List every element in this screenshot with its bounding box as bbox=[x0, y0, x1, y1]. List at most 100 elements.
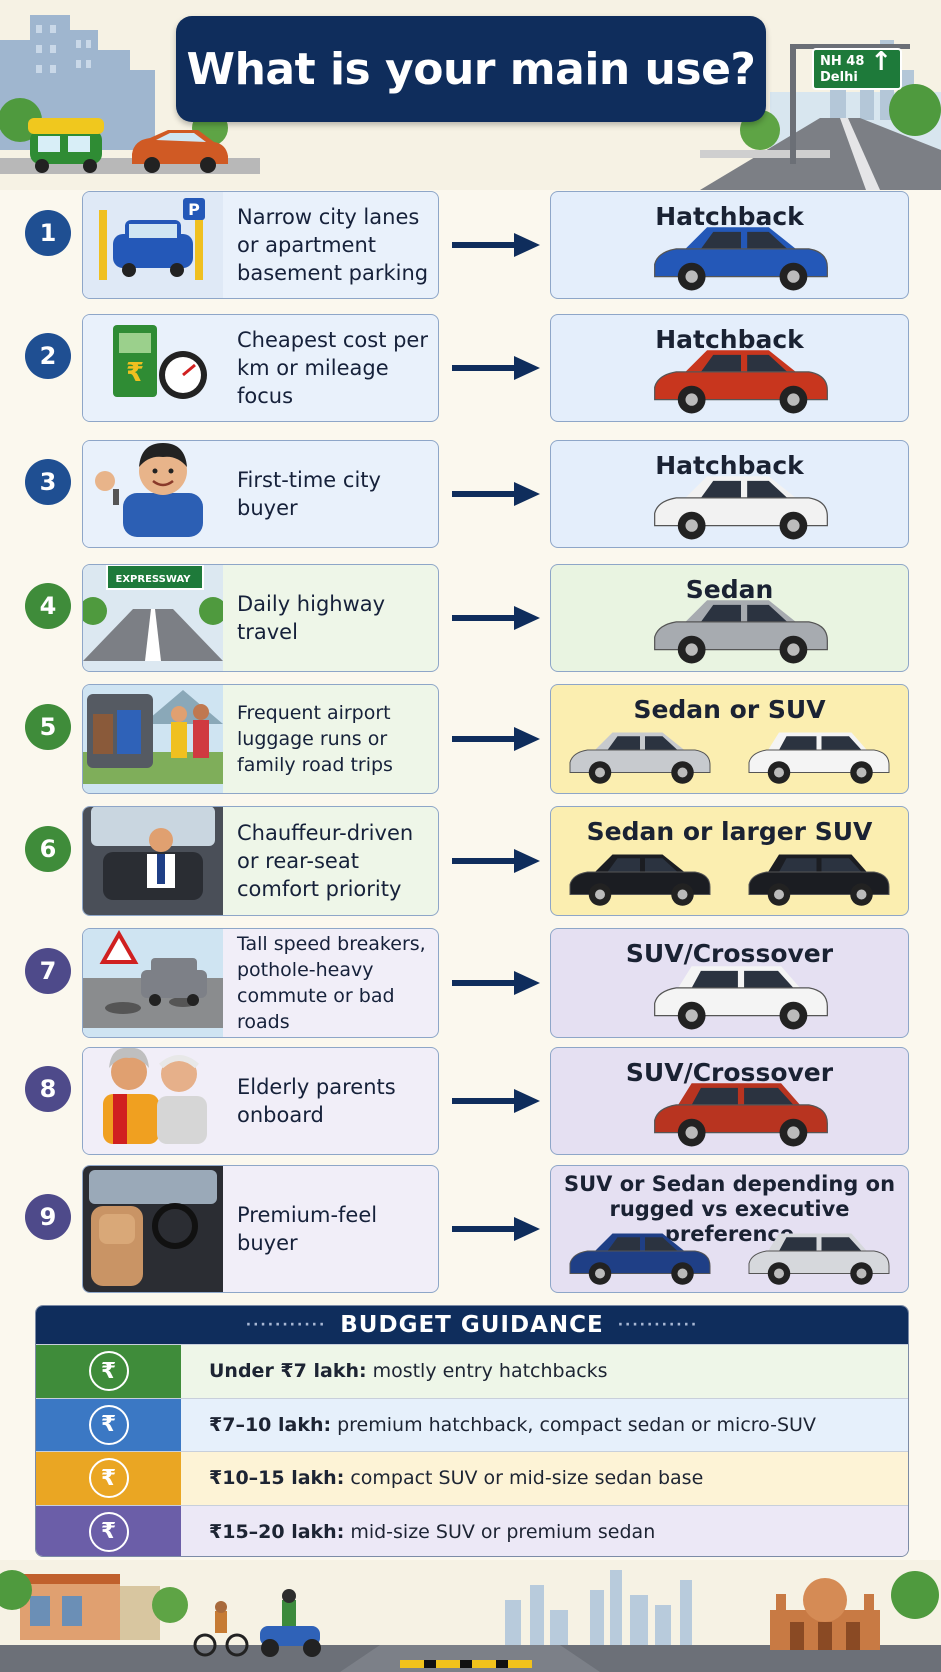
arrow-up-icon: ↑ bbox=[870, 47, 892, 77]
arrow-right-icon bbox=[452, 356, 540, 380]
car-suv-icon bbox=[646, 1074, 836, 1152]
budget-icon-cell: ₹ bbox=[36, 1398, 181, 1451]
recommendation-card: SUV/Crossover bbox=[550, 928, 909, 1038]
budget-description: mostly entry hatchbacks bbox=[372, 1360, 608, 1383]
use-case-text: Cheapest cost per km or mileage focus bbox=[237, 328, 428, 408]
budget-heading: ··········· BUDGET GUIDANCE ··········· bbox=[36, 1306, 908, 1344]
budget-range: ₹10–15 lakh: bbox=[209, 1467, 345, 1490]
use-case-card: Tall speed breakers, pothole-heavy commu… bbox=[82, 928, 439, 1038]
budget-heading-text: BUDGET GUIDANCE bbox=[340, 1312, 604, 1338]
recommendation-card: Sedan or larger SUV bbox=[550, 806, 909, 916]
rupee-icon: ₹ bbox=[88, 1351, 129, 1392]
budget-range: Under ₹7 lakh: bbox=[209, 1360, 367, 1383]
use-case-text: Tall speed breakers, pothole-heavy commu… bbox=[237, 933, 426, 1033]
use-row: 8 Elderly parents onboard SUV/Crossover bbox=[0, 1047, 941, 1155]
row-number-badge: 6 bbox=[25, 826, 71, 872]
use-case-text: Frequent airport luggage runs or family … bbox=[237, 702, 393, 776]
recommendation-title: Hatchback bbox=[655, 451, 804, 480]
row-number-badge: 3 bbox=[25, 459, 71, 505]
recommendation-card: SUV/Crossover bbox=[550, 1047, 909, 1155]
arrow-right-icon bbox=[452, 1089, 540, 1113]
bad-road-icon bbox=[83, 929, 223, 1037]
use-case-text: Narrow city lanes or apartment basement … bbox=[237, 205, 429, 285]
recommendation-card: Sedan or SUV bbox=[550, 684, 909, 794]
arrow-right-icon bbox=[452, 233, 540, 257]
page-title: What is your main use? bbox=[186, 43, 756, 95]
elderly-parents-icon bbox=[83, 1048, 223, 1154]
recommendation-title: Hatchback bbox=[655, 325, 804, 354]
use-case-card: P Narrow city lanes or apartment basemen… bbox=[82, 191, 439, 299]
use-case-card: Premium-feel buyer bbox=[82, 1165, 439, 1293]
title-banner: What is your main use? bbox=[176, 16, 766, 122]
car-sedan-icon bbox=[646, 591, 836, 669]
recommendation-card: Hatchback bbox=[550, 191, 909, 299]
svg-text:P: P bbox=[188, 200, 200, 219]
highway-sign-line2: Delhi bbox=[820, 70, 858, 85]
use-case-card: Elderly parents onboard bbox=[82, 1047, 439, 1155]
arrow-right-icon bbox=[452, 482, 540, 506]
recommendation-card: Hatchback bbox=[550, 440, 909, 548]
row-number-badge: 1 bbox=[25, 210, 71, 256]
use-row: 9 Premium-feel buyer SUV or Sedan dependi… bbox=[0, 1165, 941, 1293]
recommendation-card: SUV or Sedan depending on rugged vs exec… bbox=[550, 1165, 909, 1293]
use-row: 6 Chauffeur-driven or rear-seat comfort … bbox=[0, 806, 941, 916]
car-suv-icon bbox=[744, 725, 894, 789]
use-row: 5 Frequent airport luggage runs or famil… bbox=[0, 684, 941, 794]
row-number-badge: 7 bbox=[25, 948, 71, 994]
use-row: 7 Tall speed breakers, pothole-heavy com… bbox=[0, 928, 941, 1038]
budget-text: ₹10–15 lakh: compact SUV or mid-size sed… bbox=[181, 1452, 908, 1505]
car-hatchback-icon bbox=[646, 467, 836, 545]
car-sedan-icon bbox=[565, 847, 715, 911]
car-suv-icon bbox=[744, 847, 894, 911]
rupee-icon: ₹ bbox=[88, 1404, 129, 1445]
recommendation-title: SUV or Sedan depending on rugged vs exec… bbox=[563, 1172, 896, 1246]
use-case-card: First-time city buyer bbox=[82, 440, 439, 548]
highway-sign: NH 48 Delhi ↑ bbox=[812, 48, 902, 90]
recommendation-title: Sedan or SUV bbox=[633, 695, 826, 724]
budget-text: ₹15–20 lakh: mid-size SUV or premium sed… bbox=[181, 1506, 908, 1557]
person-with-key-icon bbox=[83, 441, 223, 547]
recommendation-title: Sedan or larger SUV bbox=[586, 817, 873, 846]
rear-seat-passenger-icon bbox=[83, 807, 223, 915]
budget-range: ₹15–20 lakh: bbox=[209, 1520, 345, 1543]
budget-row: ₹ ₹7–10 lakh: premium hatchback, compact… bbox=[36, 1397, 908, 1451]
budget-row: ₹ ₹15–20 lakh: mid-size SUV or premium s… bbox=[36, 1504, 908, 1557]
budget-rows: ₹ Under ₹7 lakh: mostly entry hatchbacks… bbox=[36, 1344, 908, 1557]
use-case-card: ₹ Cheapest cost per km or mileage focus bbox=[82, 314, 439, 422]
svg-text:₹: ₹ bbox=[126, 358, 144, 388]
arrow-right-icon bbox=[452, 849, 540, 873]
car-hatchback-icon bbox=[646, 341, 836, 419]
expressway-icon: EXPRESSWAY bbox=[83, 565, 227, 671]
car-suv-icon bbox=[744, 1226, 894, 1290]
svg-text:EXPRESSWAY: EXPRESSWAY bbox=[116, 574, 192, 585]
highway-sign-line1: NH 48 bbox=[820, 54, 865, 69]
budget-icon-cell: ₹ bbox=[36, 1505, 181, 1556]
use-row: 3 First-time city buyer Hatchback bbox=[0, 440, 941, 548]
budget-row: ₹ ₹10–15 lakh: compact SUV or mid-size s… bbox=[36, 1451, 908, 1505]
car-suv-icon bbox=[646, 957, 836, 1035]
row-number-badge: 5 bbox=[25, 704, 71, 750]
recommendation-title: Sedan bbox=[685, 575, 774, 604]
use-case-text: Elderly parents onboard bbox=[237, 1075, 396, 1127]
budget-range: ₹7–10 lakh: bbox=[209, 1413, 332, 1436]
car-sedan-icon bbox=[565, 1226, 715, 1290]
arrow-right-icon bbox=[452, 727, 540, 751]
use-case-text: Premium-feel buyer bbox=[237, 1203, 378, 1255]
use-case-card: Frequent airport luggage runs or family … bbox=[82, 684, 439, 794]
premium-interior-icon bbox=[83, 1166, 223, 1292]
recommendation-card: Hatchback bbox=[550, 314, 909, 422]
budget-icon-cell: ₹ bbox=[36, 1345, 181, 1398]
use-case-text: First-time city buyer bbox=[237, 468, 381, 520]
row-number-badge: 8 bbox=[25, 1066, 71, 1112]
budget-description: mid-size SUV or premium sedan bbox=[350, 1520, 656, 1543]
use-row: 2 ₹ Cheapest cost per km or mileage focu… bbox=[0, 314, 941, 422]
arrow-right-icon bbox=[452, 1217, 540, 1241]
budget-text: Under ₹7 lakh: mostly entry hatchbacks bbox=[181, 1345, 908, 1398]
car-hatchback-icon bbox=[646, 218, 836, 296]
row-number-badge: 9 bbox=[25, 1194, 71, 1240]
budget-guidance-panel: ··········· BUDGET GUIDANCE ··········· … bbox=[35, 1305, 909, 1557]
fuel-pump-icon: ₹ bbox=[83, 315, 223, 421]
arrow-right-icon bbox=[452, 971, 540, 995]
recommendation-title: Hatchback bbox=[655, 202, 804, 231]
